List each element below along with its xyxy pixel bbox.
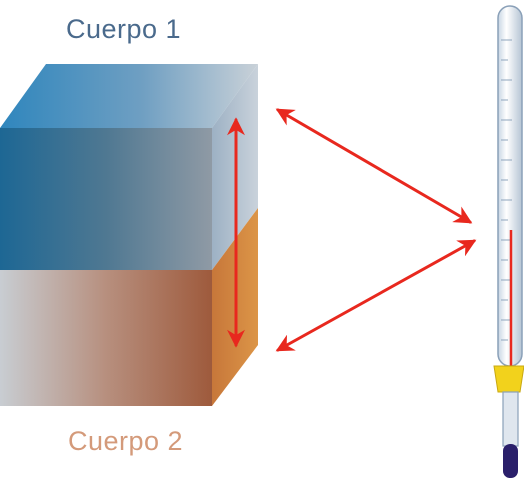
body-2-front-face [0, 270, 212, 406]
probe-arrows [275, 108, 477, 352]
body-1-front-face [0, 128, 212, 270]
body-2-label: Cuerpo 2 [68, 426, 184, 456]
thermometer-stem [502, 391, 519, 447]
thermometer-cap [493, 365, 524, 393]
probe-arrow-body-1 [275, 108, 473, 224]
thermometer-bulb [503, 444, 518, 478]
body-1-top-face [0, 64, 258, 128]
thermometer-icon [493, 5, 524, 478]
body-1-label: Cuerpo 1 [66, 14, 182, 44]
blocks-group [0, 64, 258, 406]
probe-arrow-body-2 [275, 239, 477, 352]
body-1-block [0, 64, 258, 270]
